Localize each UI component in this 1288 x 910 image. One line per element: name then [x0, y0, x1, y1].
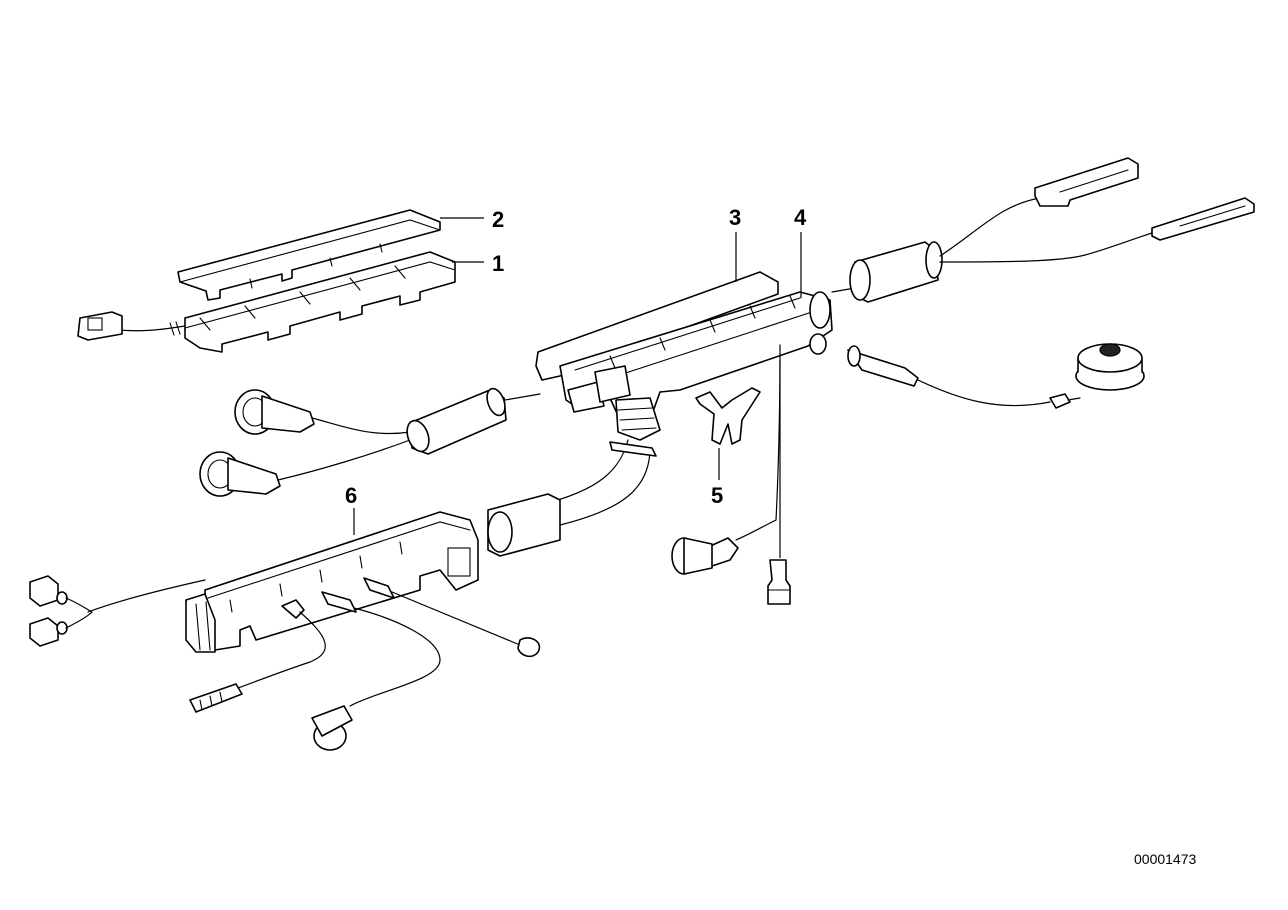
flat-connector-top[interactable]	[1034, 157, 1139, 207]
part-2-cover[interactable]	[177, 209, 441, 301]
callout-2[interactable]: 2	[492, 207, 504, 232]
flat-connector-bottom[interactable]	[1151, 197, 1255, 241]
callout-5[interactable]: 5	[711, 483, 723, 508]
spark-plug-connectors[interactable]	[199, 389, 411, 497]
callout-3[interactable]: 3	[729, 205, 741, 230]
part-1-connector-strip[interactable]	[77, 251, 456, 353]
reference-number: 00001473	[1134, 851, 1197, 867]
bolt[interactable]	[767, 360, 791, 605]
callout-1[interactable]: 1	[492, 251, 504, 276]
sensor-bottom[interactable]	[671, 344, 781, 575]
grommet-right[interactable]	[831, 197, 1156, 303]
part-5-bracket[interactable]	[695, 387, 761, 445]
harness-bundle[interactable]	[487, 439, 657, 557]
callout-6[interactable]: 6	[345, 483, 357, 508]
grommet-left[interactable]	[403, 386, 541, 455]
part-6-plug-rail[interactable]	[87, 511, 479, 653]
part-3-4-harness-housing[interactable]	[535, 271, 833, 441]
sensor-right[interactable]	[847, 343, 1145, 409]
lower-sensors[interactable]	[189, 577, 541, 751]
clips-left[interactable]	[29, 575, 93, 647]
callout-4[interactable]: 4	[794, 205, 807, 230]
